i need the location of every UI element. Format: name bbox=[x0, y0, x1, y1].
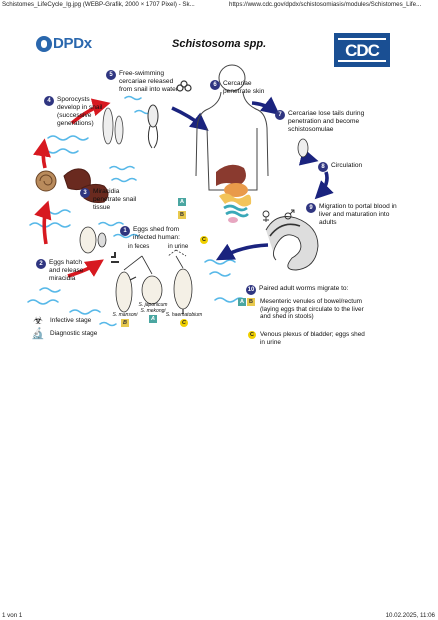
stage-3: 3 Miracidia penetrate snail tissue bbox=[80, 188, 140, 212]
page-count: 1 von 1 bbox=[2, 612, 23, 619]
stage-4-number: 4 bbox=[44, 96, 54, 106]
stage-3-number: 3 bbox=[80, 188, 90, 198]
dpdx-logo-text: DPDx bbox=[53, 35, 92, 52]
species-japonicum-mekongi: S. japonicum S. mekongi A bbox=[138, 302, 168, 323]
arrow-5-6 bbox=[171, 106, 209, 131]
stage-2-label: Eggs hatch and release miracidia bbox=[49, 259, 84, 282]
arrow-2-3 bbox=[34, 200, 52, 245]
stage-6: 6 Cercariae penetrate skin bbox=[210, 80, 272, 96]
figure-title: Schistosoma spp. bbox=[172, 38, 267, 50]
stage-10-label: Paired adult worms migrate to: bbox=[259, 285, 349, 292]
tag-a: A bbox=[149, 314, 157, 323]
stage-8: 8 Circulation bbox=[318, 162, 378, 172]
stage-1-label: Eggs shed from infected human: bbox=[133, 226, 180, 241]
gender-symbols bbox=[262, 209, 295, 222]
stage-2: 2 Eggs hatch and release miracidia bbox=[36, 259, 94, 283]
egg-source-lines bbox=[123, 249, 187, 275]
arrow-6-7 bbox=[251, 96, 280, 115]
stage-8-number: 8 bbox=[318, 162, 328, 172]
egg-s-mansoni bbox=[115, 271, 137, 313]
stage-9-label: Migration to portal blood in liver and m… bbox=[319, 203, 397, 226]
species-mansoni: S. mansoni B bbox=[112, 312, 138, 327]
print-timestamp: 10.02.2025, 11:06 bbox=[385, 612, 435, 619]
stage-6-label: Cercariae penetrate skin bbox=[223, 80, 265, 95]
microscope-legend-icon: 🔬 bbox=[31, 328, 45, 340]
tag-b: B bbox=[121, 318, 129, 327]
stage-5-label: Free-swimming cercariae released from sn… bbox=[119, 70, 178, 93]
arrow-8-9 bbox=[314, 171, 334, 200]
microscope-icon bbox=[111, 252, 119, 263]
biohazard-icon bbox=[176, 80, 192, 92]
stage-8-label: Circulation bbox=[331, 162, 363, 169]
dpdx-logo: DPDx bbox=[36, 35, 92, 52]
arrow-9-10 bbox=[215, 243, 269, 261]
stage-1: 1 Eggs shed from infected human: bbox=[120, 226, 184, 242]
stage-5: 5 Free-swimming cercariae released from … bbox=[106, 70, 178, 94]
egg-s-japonicum bbox=[141, 275, 163, 305]
internal-organs-icon bbox=[216, 164, 252, 223]
egg-s-haematobium bbox=[173, 268, 193, 314]
legend-infective: ☣ Infective stage bbox=[31, 314, 91, 327]
stage-5-number: 5 bbox=[106, 70, 116, 80]
tag-c: C bbox=[180, 318, 188, 327]
stage-9: 9 Migration to portal blood in liver and… bbox=[306, 203, 398, 227]
stage-1-number: 1 bbox=[120, 226, 130, 236]
cdc-logo: CDC bbox=[334, 33, 390, 67]
stage-10: 10 Paired adult worms migrate to: bbox=[246, 285, 376, 295]
stage-7-label: Cercariae lose tails during penetration … bbox=[288, 110, 365, 133]
urine-label: in urine bbox=[168, 243, 189, 250]
stage-3-label: Miracidia penetrate snail tissue bbox=[93, 188, 137, 211]
browser-url[interactable]: https://www.cdc.gov/dpdx/schistosomiasis… bbox=[229, 1, 422, 8]
legend-diagnostic: 🔬 Diagnostic stage bbox=[31, 328, 98, 340]
schistosomula-icon bbox=[297, 138, 309, 158]
stage-10-number: 10 bbox=[246, 285, 256, 295]
arrow-7-8 bbox=[298, 147, 319, 166]
browser-page-title: Schistomes_LifeCycle_lg.jpg (WEBP-Grafik… bbox=[2, 1, 195, 8]
stage-2-number: 2 bbox=[36, 259, 46, 269]
feces-label: in feces bbox=[128, 243, 150, 250]
dpdx-logo-icon bbox=[36, 35, 52, 52]
species-haematobium: S. haematobium C bbox=[165, 312, 203, 327]
organ-tag-a: A bbox=[178, 198, 186, 206]
stage-4-label: Sporocysts develop in snail (successive … bbox=[57, 96, 103, 127]
arrow-3-4 bbox=[33, 138, 51, 169]
stage-4: 4 Sporocysts develop in snail (successiv… bbox=[44, 96, 114, 128]
stage-7-number: 7 bbox=[275, 110, 285, 120]
stage-9-number: 9 bbox=[306, 203, 316, 213]
biohazard-legend-icon: ☣ bbox=[33, 315, 43, 327]
cercaria-icon bbox=[147, 104, 159, 149]
hatching-egg-icon bbox=[79, 226, 107, 254]
organ-tag-b: B bbox=[178, 211, 186, 219]
stage-7: 7 Cercariae lose tails during penetratio… bbox=[275, 110, 367, 134]
organ-tag-c: C bbox=[200, 236, 208, 244]
cdc-logo-text: CDC bbox=[345, 41, 380, 60]
stage-6-number: 6 bbox=[210, 80, 220, 90]
destination-bladder: C Venous plexus of bladder; eggs shed in… bbox=[248, 331, 365, 346]
